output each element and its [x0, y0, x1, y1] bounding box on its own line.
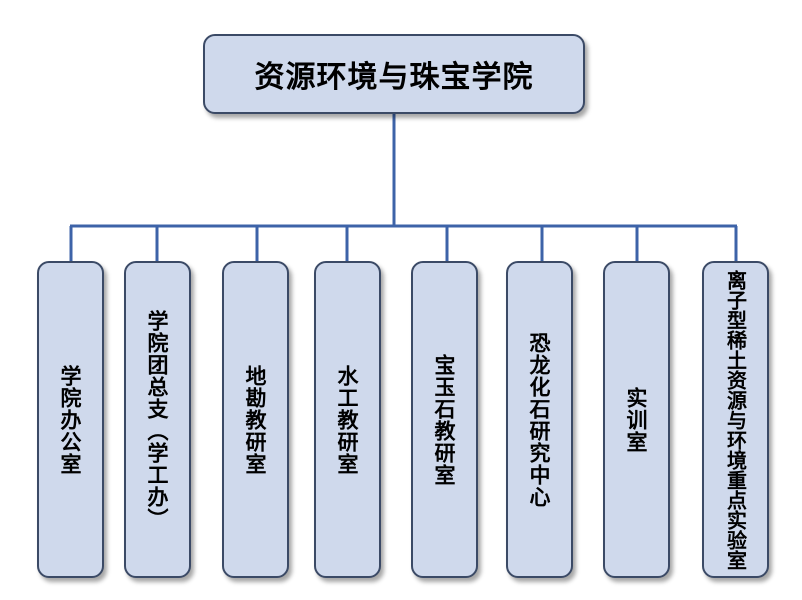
college-root-node: 资源环境与珠宝学院: [203, 34, 585, 114]
dept-label-2: 学院团总支（学工办）: [145, 309, 170, 530]
dept-label-8: 离子型稀土资源与环境重点实验室: [723, 269, 748, 570]
dept-node-7: 实训室: [603, 261, 670, 578]
dept-label-6: 恐龙化石研究中心: [527, 331, 552, 508]
college-title: 资源环境与珠宝学院: [254, 60, 534, 95]
dept-label-1: 学院办公室: [58, 364, 83, 475]
dept-label-3: 地勘教研室: [243, 364, 268, 475]
dept-node-5: 宝玉石教研室: [411, 261, 478, 578]
dept-label-5: 宝玉石教研室: [432, 353, 457, 486]
dept-node-8: 离子型稀土资源与环境重点实验室: [702, 261, 769, 578]
dept-label-7: 实训室: [624, 386, 649, 453]
dept-node-3: 地勘教研室: [222, 261, 289, 578]
dept-node-4: 水工教研室: [314, 261, 381, 578]
dept-label-4: 水工教研室: [335, 364, 360, 475]
dept-node-2: 学院团总支（学工办）: [124, 261, 191, 578]
dept-node-1: 学院办公室: [37, 261, 104, 578]
dept-node-6: 恐龙化石研究中心: [506, 261, 573, 578]
